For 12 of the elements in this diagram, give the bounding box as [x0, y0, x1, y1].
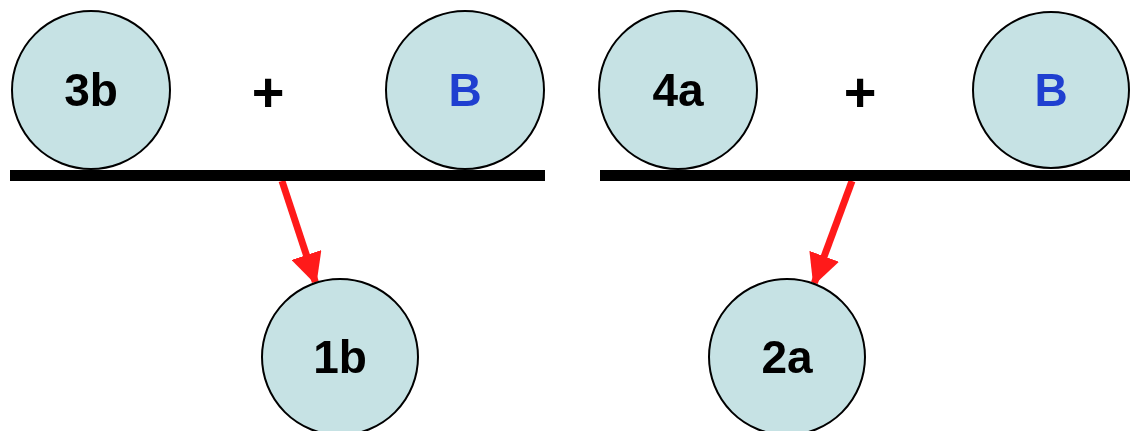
node-label: 4a: [652, 63, 704, 117]
arrow: [278, 179, 322, 285]
arrow: [809, 179, 856, 286]
plus-sign: +: [251, 64, 285, 120]
plus-sign: +: [843, 64, 877, 120]
horizontal-bar: [600, 170, 1130, 181]
node-label: 2a: [761, 330, 813, 384]
node-label: B: [1034, 63, 1068, 117]
node-label: 1b: [313, 330, 367, 384]
node-label: B: [448, 63, 482, 117]
horizontal-bar: [10, 170, 545, 181]
node-label: 3b: [64, 63, 118, 117]
